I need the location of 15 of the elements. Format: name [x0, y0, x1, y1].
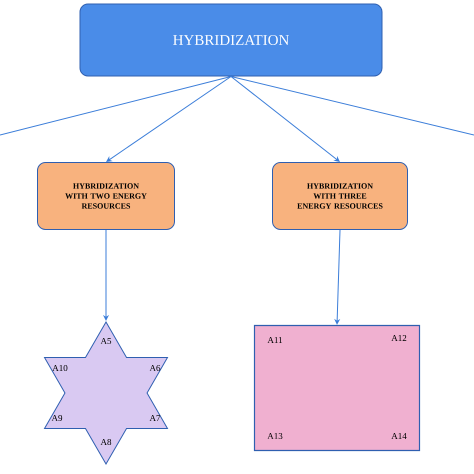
corner-label: A13	[267, 432, 282, 440]
corner-label: A11	[268, 337, 282, 343]
corner-label: A8	[100, 438, 112, 446]
corner-label: A7	[150, 415, 160, 421]
corner-label: A12	[391, 335, 406, 341]
corner-label: A5	[100, 338, 112, 344]
corner-label: A9	[52, 414, 62, 422]
category-box: HYBRIDIZATION WITH THREE ENERGY RESOURCES	[272, 162, 408, 230]
category-box: HYBRIDIZATION WITH TWO ENERGY RESOURCES	[37, 162, 175, 230]
corner-label: A14	[391, 433, 407, 439]
arrow	[230, 76, 340, 162]
title-box: HYBRIDIZATION	[80, 4, 382, 76]
corner-label: A10	[52, 364, 68, 372]
arrow	[106, 76, 232, 162]
corner-label: A6	[150, 364, 160, 372]
